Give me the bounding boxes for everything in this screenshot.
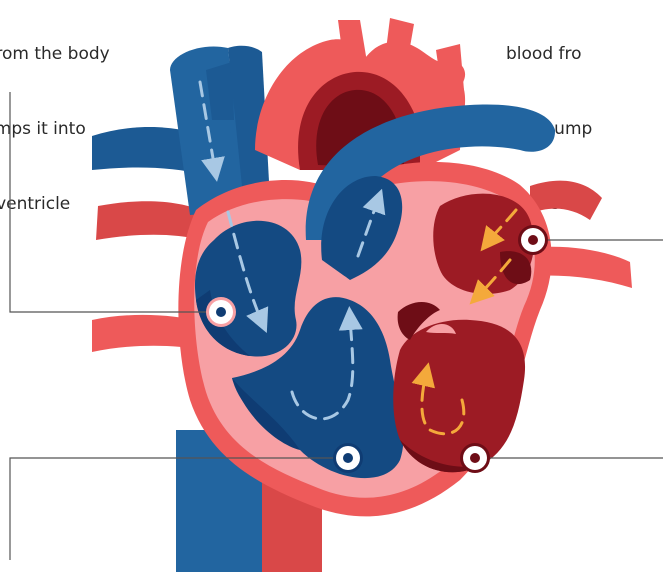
left-ventricle — [393, 320, 525, 472]
marker-left-atrium[interactable] — [518, 225, 548, 255]
marker-right-atrium[interactable] — [206, 297, 236, 327]
marker-left-ventricle[interactable] — [460, 443, 490, 473]
marker-right-ventricle[interactable] — [333, 443, 363, 473]
